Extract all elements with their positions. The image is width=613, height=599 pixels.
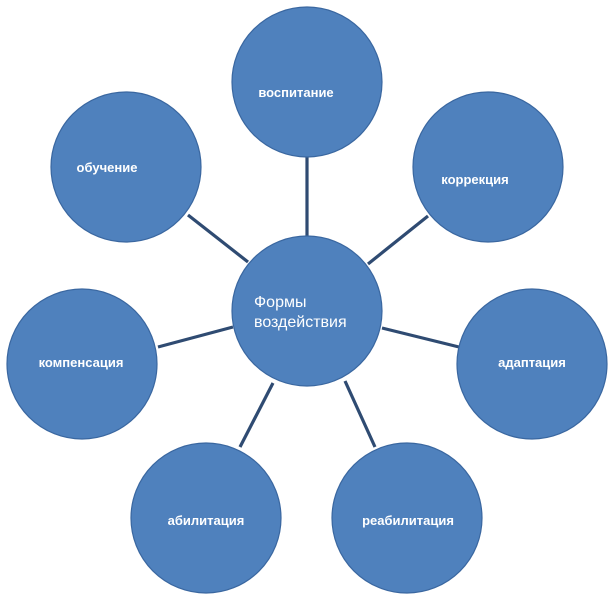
node-reabilitaciya-label: реабилитация <box>362 513 454 528</box>
node-adaptaciya-label: адаптация <box>498 355 566 370</box>
node-obuchenie: обучение <box>50 91 202 243</box>
node-vospitanie-label: воспитание <box>258 85 333 100</box>
node-kompensaciya-circle <box>6 288 158 440</box>
node-reabilitaciya-circle <box>331 442 483 594</box>
node-obuchenie-circle <box>50 91 202 243</box>
node-abilitaciya: абилитация <box>130 442 282 594</box>
node-abilitaciya-label: абилитация <box>168 513 245 528</box>
center-node-circle <box>231 235 383 387</box>
node-adaptaciya: адаптация <box>456 288 608 440</box>
node-kompensaciya-label: компенсация <box>39 355 124 370</box>
node-korrekciya-circle <box>412 91 564 243</box>
node-kompensaciya: компенсация <box>6 288 158 440</box>
node-obuchenie-label: обучение <box>77 160 138 175</box>
node-vospitanie-circle <box>231 6 383 158</box>
node-korrekciya: коррекция <box>412 91 564 243</box>
node-vospitanie: воспитание <box>231 6 383 158</box>
connector-obuchenie <box>187 213 249 264</box>
node-adaptaciya-circle <box>456 288 608 440</box>
node-abilitaciya-circle <box>130 442 282 594</box>
connector-kompensaciya <box>157 325 234 349</box>
connector-abilitaciya <box>238 382 275 448</box>
center-node: Формы воздействия <box>231 235 383 387</box>
connector-korrekciya <box>367 214 429 266</box>
center-label-line1: Формы <box>254 294 306 311</box>
node-korrekciya-label: коррекция <box>441 172 508 187</box>
connectors <box>157 157 460 448</box>
connector-reabilitaciya <box>343 380 377 448</box>
node-reabilitaciya: реабилитация <box>331 442 483 594</box>
center-label-line2: воздействия <box>254 314 347 331</box>
connector-adaptaciya <box>381 326 460 349</box>
